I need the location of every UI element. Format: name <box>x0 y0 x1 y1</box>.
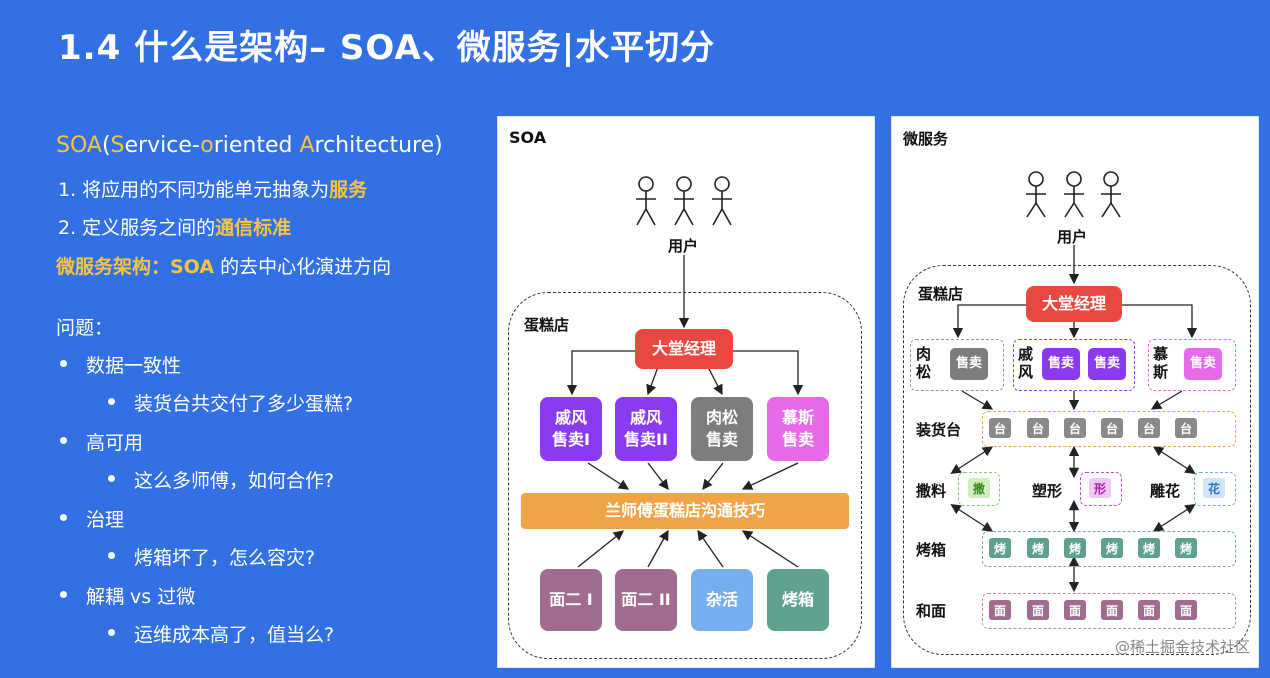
problem-availability-detail: 这么多师傅，如何合作? <box>134 470 335 492</box>
soa-store-boundary <box>508 292 862 659</box>
dough-chip: 面 <box>1101 600 1123 620</box>
micro-row-topping-label: 撒料 <box>916 482 947 500</box>
micro-shaping-group <box>1080 472 1122 506</box>
microservice-note: 微服务架构：SOA 的去中心化演进方向 <box>56 256 392 278</box>
soa-user-label: 用户 <box>668 237 699 255</box>
soa-floss-sell: 肉松 售卖 <box>691 397 753 461</box>
loading-dock-chip: 台 <box>989 418 1011 438</box>
micro-row-carving-label: 雕花 <box>1150 482 1181 500</box>
problem-governance-detail: 烤箱坏了，怎么容灾? <box>134 547 316 569</box>
problem-consistency: 数据一致性 <box>86 355 182 377</box>
microservice-connectors <box>950 171 1198 593</box>
soa-manager: 大堂经理 <box>635 329 733 369</box>
soa-chiffon-sell-2: 戚风 售卖II <box>615 397 677 461</box>
microservice-panel-title: 微服务 <box>903 130 949 148</box>
soa-misc: 杂活 <box>691 569 753 631</box>
soa-store-label: 蛋糕店 <box>524 316 570 334</box>
micro-chiffon-label: 戚 风 <box>1018 345 1034 381</box>
dough-chip: 面 <box>1027 600 1049 620</box>
soa-oven: 烤箱 <box>767 569 829 631</box>
dough-chip: 面 <box>1064 600 1086 620</box>
micro-floss-sell: 售卖 <box>950 348 988 380</box>
soa-dough-1: 面二 I <box>540 569 602 631</box>
micro-row-loading-label: 装货台 <box>916 421 962 439</box>
micro-manager: 大堂经理 <box>1026 286 1122 322</box>
oven-chip: 烤 <box>1101 538 1123 558</box>
carving-chip: 花 <box>1203 478 1225 498</box>
problems-heading: 问题： <box>56 317 114 339</box>
loading-dock-chip: 台 <box>1064 418 1086 438</box>
loading-dock-chip: 台 <box>1101 418 1123 438</box>
problem-decoupling: 解耦 vs 过微 <box>86 586 196 608</box>
point-2: 2. 定义服务之间的通信标准 <box>58 217 292 239</box>
micro-chiffon-sell-2: 售卖 <box>1088 348 1126 380</box>
bullet <box>108 629 115 636</box>
bullet <box>108 475 115 482</box>
dough-chip: 面 <box>1175 600 1197 620</box>
loading-dock-chip: 台 <box>1138 418 1160 438</box>
micro-store-label: 蛋糕店 <box>918 285 964 303</box>
dough-chip: 面 <box>1138 600 1160 620</box>
micro-dough-group <box>982 593 1236 629</box>
micro-mousse-label: 慕 斯 <box>1153 345 1169 381</box>
oven-chip: 烤 <box>989 538 1011 558</box>
page-title: 1.4 什么是架构– SOA、微服务|水平切分 <box>58 28 716 68</box>
point-1: 1. 将应用的不同功能单元抽象为服务 <box>58 179 368 201</box>
micro-row-oven-label: 烤箱 <box>916 541 947 559</box>
bullet <box>108 552 115 559</box>
problem-governance: 治理 <box>86 509 125 531</box>
soa-panel-title: SOA <box>509 128 547 147</box>
dough-chip: 面 <box>989 600 1011 620</box>
micro-mousse-sell: 售卖 <box>1184 348 1222 380</box>
soa-acronym: SOA <box>56 133 102 158</box>
soa-mousse-sell: 慕斯 售卖 <box>767 397 829 461</box>
micro-loading-group <box>982 411 1236 447</box>
soa-dough-2: 面二 II <box>615 569 677 631</box>
loading-dock-chip: 台 <box>1027 418 1049 438</box>
micro-topping-group <box>958 472 1000 506</box>
oven-chip: 烤 <box>1138 538 1160 558</box>
micro-user-label: 用户 <box>1057 228 1088 246</box>
loading-dock-chip: 台 <box>1175 418 1197 438</box>
bullet <box>60 514 67 521</box>
bullet <box>60 437 67 444</box>
micro-chiffon-sell-1: 售卖 <box>1042 348 1080 380</box>
topping-chip: 撒 <box>968 478 990 498</box>
micro-oven-group <box>982 531 1236 567</box>
problem-availability: 高可用 <box>86 432 144 454</box>
micro-store-boundary <box>903 265 1251 655</box>
bullet <box>108 398 115 405</box>
micro-row-shaping-label: 塑形 <box>1032 482 1063 500</box>
oven-chip: 烤 <box>1027 538 1049 558</box>
microservice-panel: 微服务 <box>891 116 1259 668</box>
micro-floss-label: 肉 松 <box>916 345 932 381</box>
micro-mousse-group <box>1148 339 1236 391</box>
soa-panel: SOA <box>497 116 875 668</box>
oven-chip: 烤 <box>1064 538 1086 558</box>
problem-decoupling-detail: 运维成本高了，值当么? <box>134 624 335 646</box>
micro-carving-group <box>1194 472 1236 506</box>
shaping-chip: 形 <box>1089 478 1111 498</box>
micro-floss-group <box>910 339 1004 391</box>
soa-definition: SOA(Service-oriented Architecture) <box>56 133 443 158</box>
micro-row-dough-label: 和面 <box>916 602 947 620</box>
soa-communication-bus: 兰师傅蛋糕店沟通技巧 <box>521 493 849 529</box>
soa-connectors <box>566 176 804 568</box>
bullet <box>60 591 67 598</box>
watermark: @稀土掘金技术社区 <box>1114 638 1250 656</box>
micro-chiffon-group <box>1013 339 1135 391</box>
problem-consistency-detail: 装货台共交付了多少蛋糕? <box>134 393 354 415</box>
soa-chiffon-sell-1: 戚风 售卖I <box>540 397 602 461</box>
bullet <box>60 360 67 367</box>
oven-chip: 烤 <box>1175 538 1197 558</box>
